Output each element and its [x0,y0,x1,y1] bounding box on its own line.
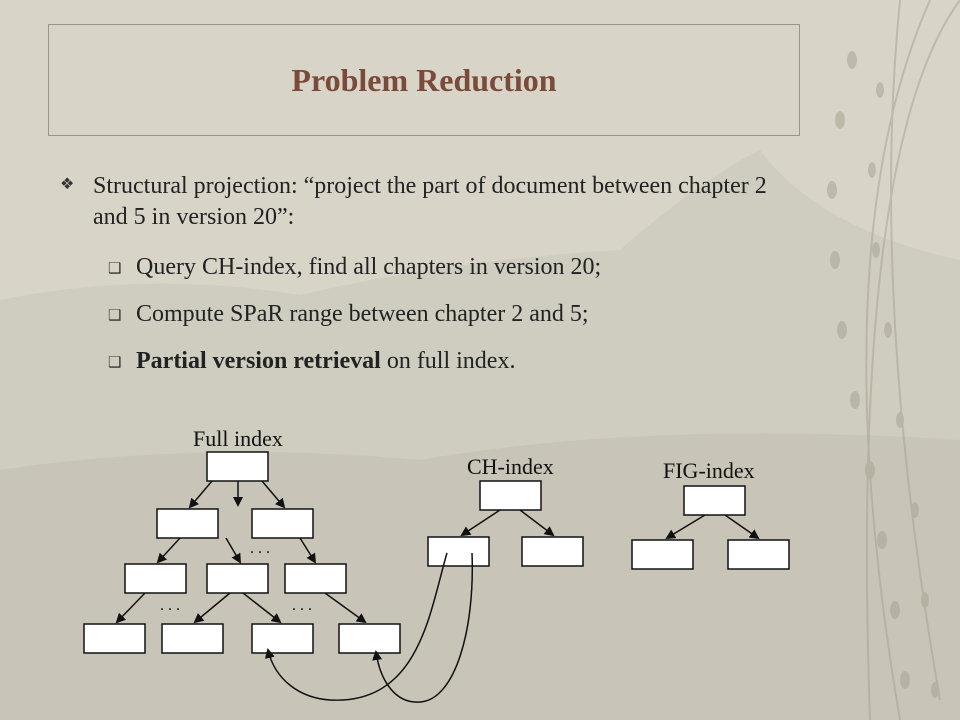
hollow-square-icon: ❑ [108,308,122,324]
full-index-l2-node [206,563,269,594]
four-diamond-icon: ❖ [60,176,75,193]
sub-bullet-3-bold: Partial version retrieval [136,348,381,374]
ch-index-root-node [479,480,542,511]
tree-edge-arrow [519,509,555,537]
tree-edge-arrow [299,537,317,564]
chapter-pointer-arrow [264,552,448,701]
ellipsis-marker: . . . [160,597,180,614]
sub-bullet-1: Query CH-index, find all chapters in ver… [136,254,602,280]
hollow-square-icon: ❑ [108,261,122,277]
fig-index-root-node [683,485,746,516]
full-index-l1-node [156,508,219,539]
full-index-l2-node [124,563,187,594]
tree-edge-arrow [242,592,282,624]
fig-index-child-node [631,539,694,570]
tree-edge-arrow [225,537,242,564]
sub-bullet-3: Partial version retrieval on full index. [136,346,515,377]
ch-index-child-node [521,536,584,567]
ellipsis-marker: . . . [292,597,312,614]
full-index-leaf-node [83,623,146,654]
fig-index-child-node [727,539,790,570]
full-index-l2-node [284,563,347,594]
sub-bullet-3-rest: on full index. [380,348,516,374]
fig-index-label: FIG-index [663,458,755,483]
tree-edge-arrow [188,480,213,509]
tree-edge-arrow [115,592,146,624]
tree-edge-arrow [261,480,286,509]
tree-edge-arrow [193,592,231,624]
full-index-l1-node [251,508,314,539]
full-index-leaf-node [251,623,314,654]
sub-bullet-2: Compute SPaR range between chapter 2 and… [136,301,589,327]
full-index-leaf-node [338,623,401,654]
full-index-leaf-node [161,623,224,654]
full-index-label: Full index [193,426,283,451]
ch-index-label: CH-index [467,454,554,479]
main-bullet-text: Structural projection: “project the part… [93,173,767,230]
tree-edge-arrow [156,537,181,564]
willow-branches [827,0,960,720]
tree-edge-arrow [324,592,367,624]
title-box: Problem Reduction [48,24,800,136]
chapter-pointer-arrow [372,552,474,703]
ellipsis-marker: . . . [250,540,270,557]
hollow-square-icon: ❑ [108,355,122,371]
ch-index-child-node [427,536,490,567]
tree-edge-arrow [724,514,760,540]
tree-edge-arrow [460,509,501,537]
slide-title: Problem Reduction [291,61,557,98]
tree-edge-arrow [665,514,706,540]
full-index-root-node [206,451,269,482]
